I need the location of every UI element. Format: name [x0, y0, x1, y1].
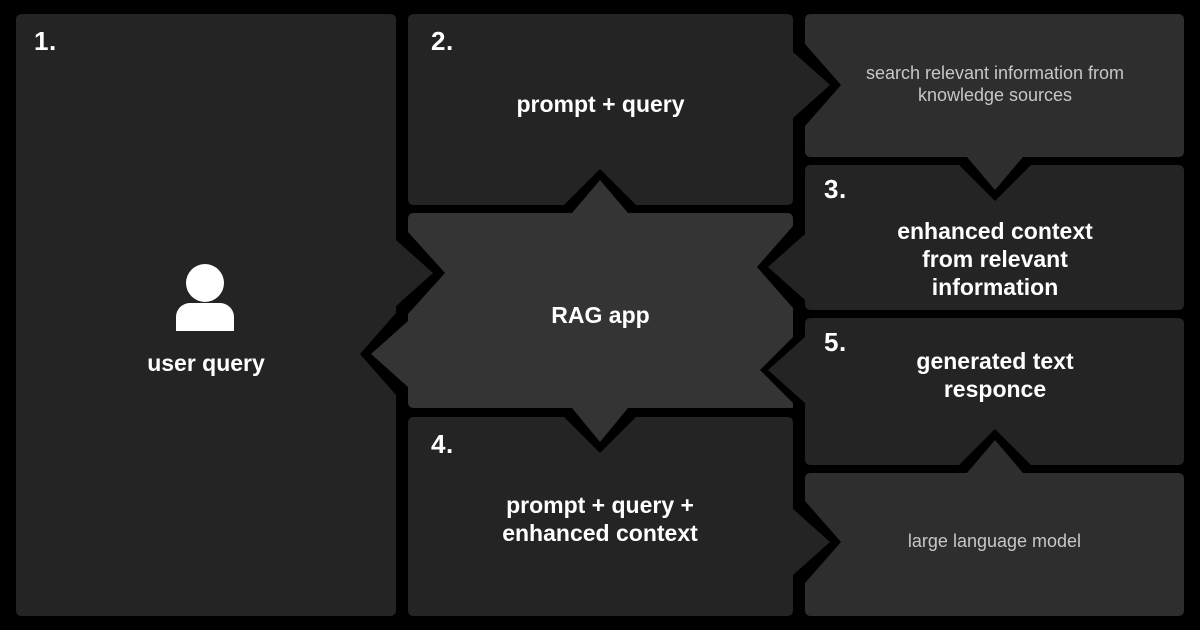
- prompt-query-label: prompt + query: [516, 91, 685, 117]
- panel-llm: [805, 440, 1184, 616]
- step-number-3: 3.: [824, 174, 847, 204]
- step-number-5: 5.: [824, 327, 847, 357]
- panel-generated-response: [768, 318, 1184, 465]
- step-number-1: 1.: [34, 26, 57, 56]
- rag-app-label: RAG app: [551, 302, 650, 328]
- prompt-query-context-label: prompt + query + enhanced context: [502, 492, 698, 546]
- panel-knowledge-search: [805, 14, 1184, 190]
- enhanced-context-label: enhanced context from relevant informati…: [897, 218, 1093, 300]
- panel-prompt-query-context: [408, 417, 830, 616]
- step-number-2: 2.: [431, 26, 454, 56]
- step-number-4: 4.: [431, 429, 454, 459]
- generated-response-label: generated text responce: [916, 348, 1074, 402]
- user-icon: [169, 262, 241, 334]
- llm-label: large language model: [907, 531, 1082, 551]
- user-query-label: user query: [147, 350, 265, 376]
- knowledge-search-label: search relevant information from knowled…: [865, 63, 1125, 105]
- panel-rag-app: [371, 180, 793, 442]
- panel-prompt-query: [408, 14, 830, 205]
- panel-enhanced-context: [768, 165, 1184, 310]
